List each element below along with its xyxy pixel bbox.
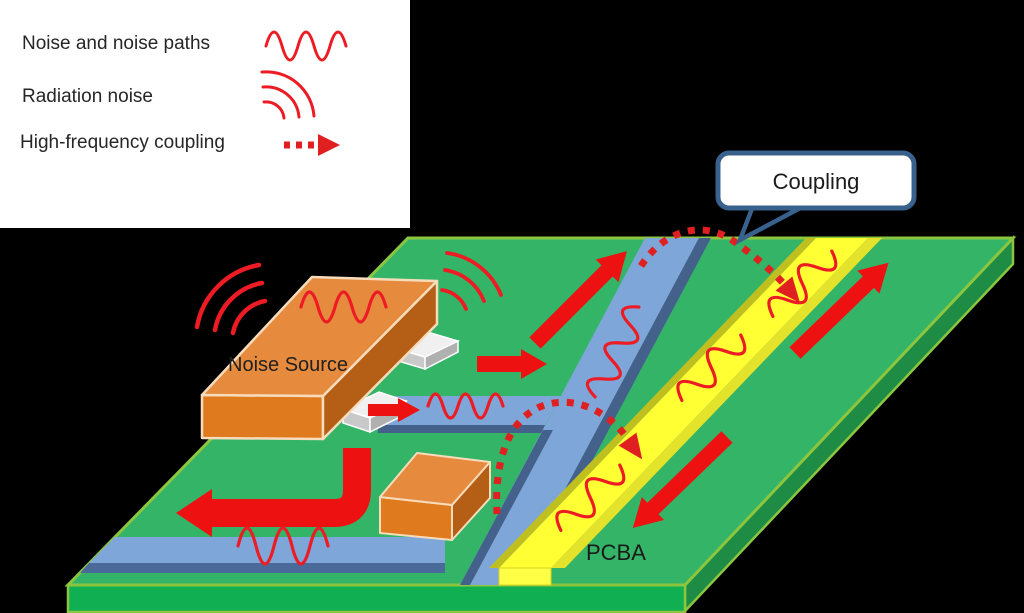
- trace-right-edge: [551, 238, 882, 568]
- trace-dark-edge: [378, 425, 545, 433]
- callout-label: Coupling: [773, 169, 860, 194]
- noise-wave-horizontal-trace: [426, 392, 505, 420]
- radiation-arcs-icon: [260, 70, 316, 120]
- radiation-arcs-right: [440, 251, 503, 311]
- coupling-callout: Coupling: [715, 150, 917, 245]
- arrow-up-right-beside-victim-trace: [789, 262, 889, 359]
- box-front-face: [200, 393, 325, 441]
- board-front-face: [66, 583, 687, 613]
- legend-item-hf-coupling: High-frequency coupling: [20, 132, 225, 153]
- noise-waves: [236, 249, 838, 566]
- noise-source-box: [200, 275, 439, 441]
- box-top-face: [379, 452, 491, 506]
- trace-top: [378, 396, 561, 425]
- noise-wave-diagonal-trace: [585, 305, 641, 399]
- trace-dark-edge-left: [460, 430, 553, 585]
- dotted-arrow-icon: [284, 134, 340, 156]
- noise-path-arrows: [368, 251, 889, 529]
- radiation-arcs-left: [194, 262, 268, 336]
- coupling-arc-bottom-arrowhead: [618, 432, 643, 460]
- legend: Noise and noise paths Radiation noise Hi…: [0, 0, 410, 228]
- coupling-arc-top-arrowhead: [775, 276, 800, 303]
- pcba-label: PCBA: [586, 540, 646, 565]
- callout-box: [715, 150, 917, 211]
- arrow-right-at-trace-start: [368, 398, 420, 422]
- signal-trace-horizontal: [378, 396, 561, 433]
- component-box: [379, 452, 491, 541]
- trace-top: [460, 238, 699, 585]
- trace-front: [80, 563, 445, 573]
- legend-item-radiation-noise: Radiation noise: [22, 86, 153, 107]
- trace-top: [89, 537, 445, 563]
- noise-wave-victim-middle: [676, 333, 747, 403]
- noise-wave-on-source: [299, 290, 388, 324]
- trace-front: [498, 567, 552, 586]
- trace-dark-edge: [489, 238, 816, 568]
- sine-wave-icon: [264, 30, 348, 62]
- trace-top: [499, 238, 868, 568]
- ground-return-trace: [80, 537, 445, 573]
- noise-wave-ground-trace: [236, 526, 330, 566]
- coupling-arcs: [493, 226, 800, 515]
- legend-item-noise-paths: Noise and noise paths: [22, 33, 211, 54]
- arrow-right-mid: [477, 349, 547, 379]
- victim-trace: [489, 238, 882, 586]
- coupling-arc-top: [638, 226, 786, 286]
- arrow-down-left-beside-victim-trace: [632, 431, 733, 529]
- return-path-bent-arrow: [176, 448, 371, 537]
- box-top-face: [200, 275, 439, 398]
- noise-source-label: Noise Source: [228, 354, 348, 376]
- arrow-up-right-on-signal-trace: [529, 251, 627, 349]
- noise-wave-victim-top: [767, 249, 838, 319]
- noise-wave-victim-lower: [555, 463, 626, 533]
- callout-tail: [735, 204, 806, 245]
